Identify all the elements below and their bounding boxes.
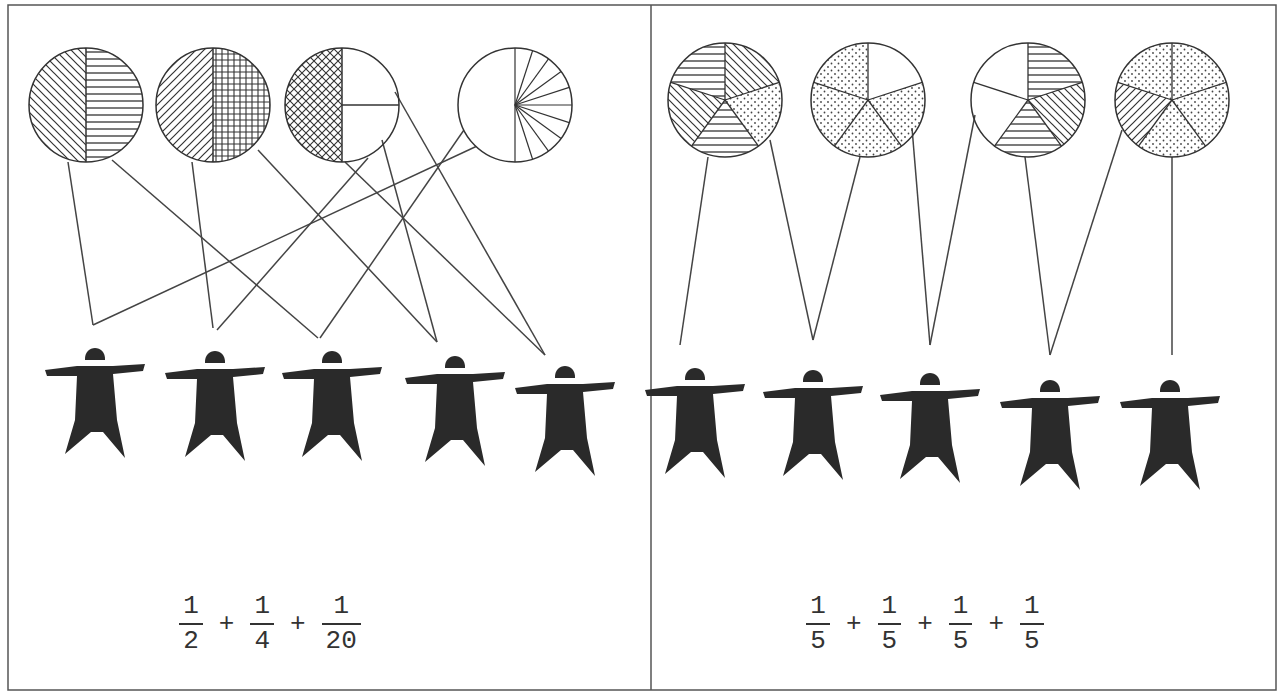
fraction-bar	[806, 623, 830, 625]
fraction-bar	[1020, 623, 1044, 625]
person-figures-right	[645, 368, 1220, 490]
denominator: 5	[949, 625, 973, 656]
pie-fifths	[811, 43, 925, 157]
numerator: 1	[878, 592, 902, 623]
fraction: 15	[878, 592, 902, 655]
fraction-bar	[322, 623, 361, 625]
denominator: 4	[250, 625, 274, 656]
pie-halves	[29, 48, 143, 162]
fraction-sum: 12+14+120	[175, 592, 365, 655]
numerator: 1	[806, 592, 830, 623]
plus-sign: +	[988, 611, 1004, 637]
frame	[8, 5, 1276, 690]
numerator: 1	[329, 592, 353, 623]
denominator: 2	[179, 625, 203, 656]
denominator: 20	[322, 625, 361, 656]
pie-halves	[156, 48, 270, 162]
denominator: 5	[878, 625, 902, 656]
fraction: 12	[179, 592, 203, 655]
plus-sign: +	[219, 611, 235, 637]
plus-sign: +	[290, 611, 306, 637]
fraction: 15	[806, 592, 830, 655]
pie-fifths	[971, 43, 1085, 157]
plus-sign: +	[846, 611, 862, 637]
pie-fifths	[668, 43, 782, 157]
fraction: 120	[322, 592, 361, 655]
denominator: 5	[1020, 625, 1044, 656]
fraction-bar	[179, 623, 203, 625]
pie-twentieths	[458, 48, 572, 162]
numerator: 1	[179, 592, 203, 623]
fraction-bar	[949, 623, 973, 625]
fraction: 14	[250, 592, 274, 655]
fraction-bar	[878, 623, 902, 625]
numerator: 1	[1020, 592, 1044, 623]
numerator: 1	[250, 592, 274, 623]
share-lines-right	[680, 115, 1172, 355]
person-figures-left	[45, 348, 615, 476]
denominator: 5	[806, 625, 830, 656]
panel-divider	[650, 5, 652, 690]
fraction-bar	[250, 623, 274, 625]
fraction: 15	[1020, 592, 1044, 655]
pie-fifths	[1115, 43, 1229, 157]
plus-sign: +	[917, 611, 933, 637]
numerator: 1	[949, 592, 973, 623]
fraction-sum: 15+15+15+15	[802, 592, 1047, 655]
fraction: 15	[949, 592, 973, 655]
pie-quarters	[285, 48, 399, 162]
